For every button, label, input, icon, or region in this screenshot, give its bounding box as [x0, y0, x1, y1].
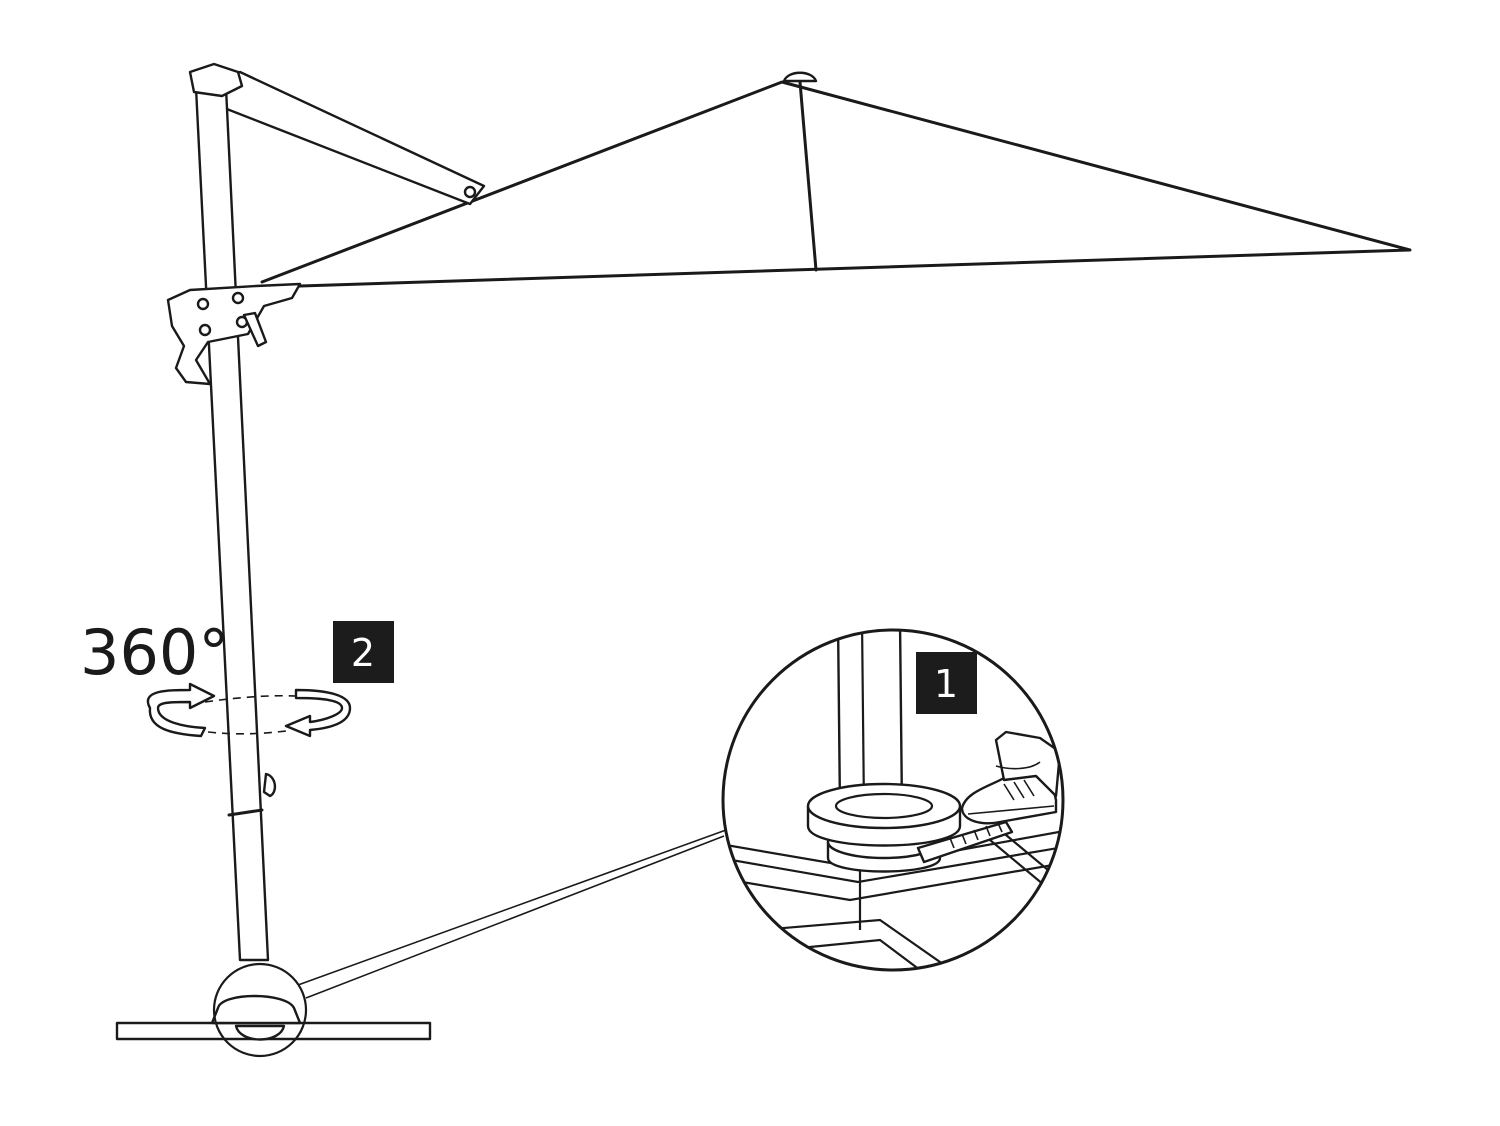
step-1-number: 1: [934, 662, 958, 706]
tilt-bracket: [166, 282, 302, 386]
step-2-number: 2: [351, 631, 375, 675]
magnifier-circle: [212, 962, 308, 1058]
umbrella-base: [115, 994, 432, 1041]
umbrella-mast: [188, 62, 277, 962]
detail-view: [721, 628, 1065, 972]
step-2-badge: 2: [333, 621, 394, 683]
rotation-arrows: [146, 682, 352, 738]
rotation-label: 360°: [80, 616, 229, 689]
canopy: [260, 71, 1412, 289]
zoom-connector-lines: [297, 829, 727, 999]
support-arm: [212, 70, 486, 206]
step-1-badge: 1: [916, 652, 977, 714]
